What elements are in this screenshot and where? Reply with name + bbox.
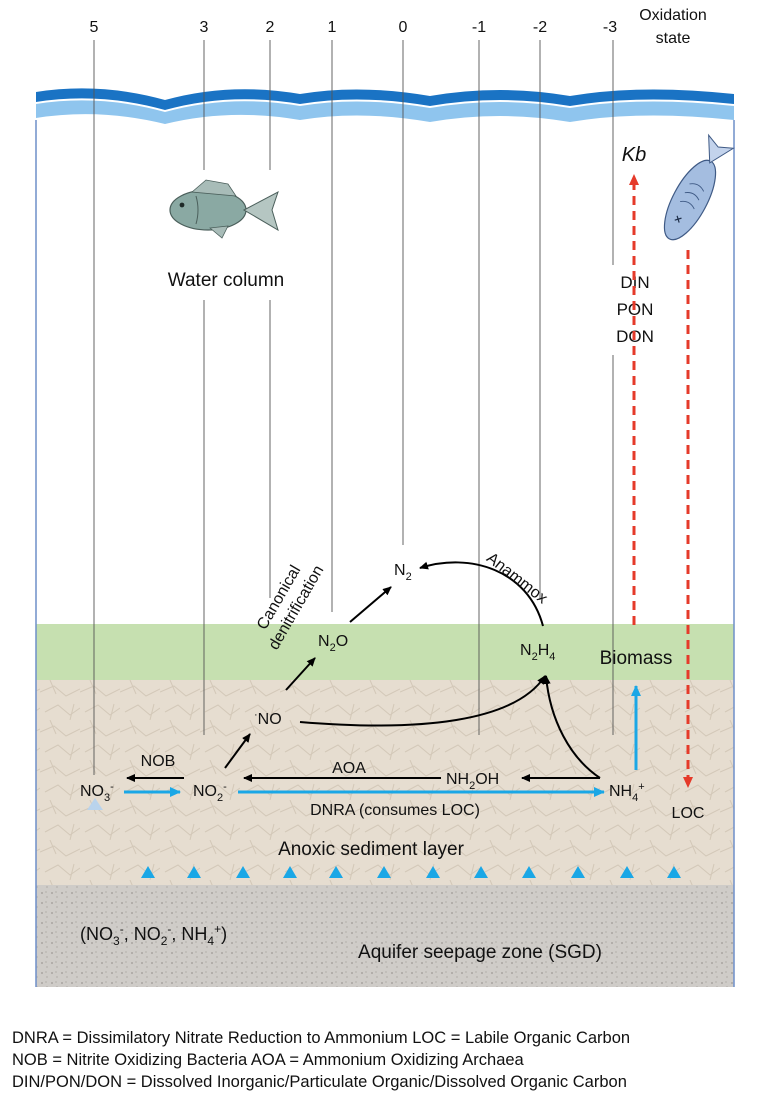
seepage-arrowhead-11 (620, 866, 634, 878)
seepage-arrowhead-12 (667, 866, 681, 878)
seepage-arrowhead-3 (236, 866, 250, 878)
ox-state-2: 2 (266, 19, 275, 36)
nob-label: NOB (141, 753, 176, 770)
seepage-arrowhead-1 (141, 866, 155, 878)
seepage-arrows (87, 798, 103, 910)
legend-line-1: DNRA = Dissimilatory Nitrate Reduction t… (12, 1029, 631, 1047)
nh4-species: NH4+ (609, 781, 645, 804)
seepage-arrowhead-6 (377, 866, 391, 878)
n2o-species: N2O (318, 633, 348, 654)
dead-fish-icon (663, 133, 735, 241)
reaction-arrows (126, 561, 601, 782)
no2-species: NO2- (193, 781, 227, 804)
seepage-arrowhead-9 (522, 866, 536, 878)
no2-to-no-arrow (224, 733, 251, 769)
legend: DNRA = Dissimilatory Nitrate Reduction t… (12, 1027, 630, 1093)
seepage-arrowhead-5 (329, 866, 343, 878)
ox-state-0: 0 (399, 19, 408, 36)
nh2oh-species: NH2OH (446, 771, 499, 792)
dnra-label: DNRA (consumes LOC) (310, 802, 480, 819)
no-species: ·NO (254, 709, 282, 728)
pool-din: DIN (620, 273, 649, 292)
n2h4-to-n2-arrow (419, 561, 544, 627)
sediment-layer (36, 680, 734, 885)
ox-state-minus3: -3 (603, 19, 617, 36)
biomass-label: Biomass (600, 648, 673, 669)
oxidation-state-axis: 5 3 2 1 0 -1 -2 -3 Oxidation state (90, 7, 707, 47)
n2h4-species: N2H4 (520, 642, 555, 663)
n2o-to-n2-arrow (349, 586, 392, 623)
water-column-label: Water column (168, 270, 285, 291)
ox-heading-line1: Oxidation (639, 7, 707, 24)
fish-icon (169, 179, 279, 239)
anoxic-layer-label: Anoxic sediment layer (278, 839, 465, 860)
seepage-arrow-group (141, 866, 681, 905)
ox-state-3: 3 (200, 19, 209, 36)
water-surface (36, 88, 734, 124)
seepage-input-label: (NO3-, NO2-, NH4+) (80, 922, 227, 948)
aoa-label: AOA (332, 760, 366, 777)
nh4-to-n2h4-arrow (542, 675, 601, 779)
biomass-band (36, 624, 734, 680)
seepage-arrowhead-10 (571, 866, 585, 878)
seepage-arrowhead-8 (474, 866, 488, 878)
oxidation-ref-lines (93, 40, 614, 775)
ox-state-1: 1 (328, 19, 337, 36)
seepage-main-arrowhead (87, 798, 103, 810)
kb-label: Kb (622, 144, 646, 166)
seepage-arrowhead-2 (187, 866, 201, 878)
seepage-arrowhead-4 (283, 866, 297, 878)
loc-species: LOC (672, 805, 705, 822)
legend-line-2: NOB = Nitrite Oxidizing Bacteria AOA = A… (12, 1051, 524, 1069)
n2-species: N2 (394, 562, 412, 583)
ox-state-5: 5 (90, 19, 99, 36)
no-to-n2h4-arrow (299, 675, 546, 727)
ox-state-minus2: -2 (533, 19, 547, 36)
no3-species: NO3- (80, 781, 114, 804)
ox-heading-line2: state (656, 30, 691, 47)
seepage-zone-label: Aquifer seepage zone (SGD) (358, 942, 602, 963)
legend-line-3: DIN/PON/DON = Dissolved Inorganic/Partic… (12, 1073, 627, 1091)
ox-state-minus1: -1 (472, 19, 486, 36)
seepage-arrowhead-7 (426, 866, 440, 878)
no-to-n2o-arrow (285, 657, 316, 691)
